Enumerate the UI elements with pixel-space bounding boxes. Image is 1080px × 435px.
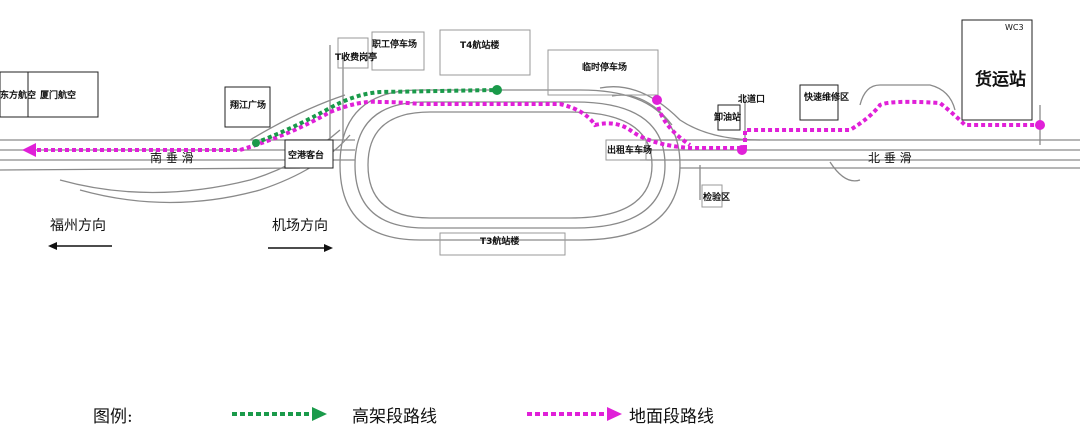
toll-booth (337, 37, 369, 69)
ground-route-branch (655, 99, 692, 147)
direction-fuzhou-arrow (48, 242, 112, 250)
checkout-area-building (701, 184, 723, 208)
label-cargo-station: 货运站 (975, 69, 1026, 90)
label-toll-station: T收费岗亭 (335, 51, 377, 63)
elevated-route-start-dot (492, 85, 502, 95)
road-network (0, 45, 1080, 241)
taxi-parking-area (605, 139, 647, 161)
legend-ground: 地面段路线 (525, 400, 714, 428)
direction-airport-label: 机场方向 (272, 218, 328, 234)
label-t3-terminal: T3航站楼 (480, 235, 519, 247)
airport-route-map: 东方航空 厦门航空 翔江广场 空港客台 T收费岗亭 职工停车场 T4航站楼 临时… (0, 19, 1080, 256)
t4-terminal-outline (439, 29, 531, 76)
label-taxi-parking: 出租车车场 (607, 144, 652, 156)
fast-maintenance-building (799, 84, 839, 121)
checkpoint-building (717, 104, 741, 131)
buildings (0, 19, 1033, 256)
label-checkout-area: 检验区 (703, 191, 730, 203)
label-xiamen-airline: 厦门航空 (40, 89, 76, 101)
legend-elevated: 高架段路线 (230, 400, 437, 428)
label-south-approach: 南 垂 滑 (150, 150, 194, 165)
label-east-airline: 东方航空 (0, 89, 36, 101)
ground-route-line (30, 99, 1040, 152)
cargo-station-building (961, 19, 1033, 121)
label-t4-terminal: T4航站楼 (460, 39, 499, 51)
label-yuanjiang-plaza: 翔江广场 (229, 99, 266, 111)
green-junction-dot (252, 139, 260, 147)
yuanjiang-plaza-building (224, 86, 271, 128)
ground-route-dot-3 (1035, 120, 1045, 130)
label-airport-hotel: 空港客台 (288, 149, 324, 161)
staff-parking-area (371, 31, 425, 71)
legend-title: 图例: (93, 400, 133, 428)
legend-ground-swatch (527, 407, 622, 421)
ground-route-arrowhead (22, 143, 36, 157)
legend-elevated-swatch (232, 407, 327, 421)
ground-route-dot-2 (737, 145, 747, 155)
legend-title-text: 图例: (93, 406, 133, 427)
label-fast-maintenance: 快速维修区 (804, 91, 849, 103)
label-north-approach: 北 垂 滑 (868, 151, 912, 165)
xiamen-airline-building (27, 71, 99, 118)
temp-parking-area (547, 49, 659, 96)
label-cargo-tag: WC3 (1005, 23, 1024, 32)
label-checkpoint: 卸油站 (714, 111, 741, 123)
elevated-route-line (254, 88, 498, 145)
airport-hotel-building (284, 139, 334, 169)
direction-airport-arrow (268, 244, 333, 252)
legend-elevated-label: 高架段路线 (352, 406, 437, 427)
ground-route-dot-1 (652, 95, 662, 105)
t3-terminal-building (439, 232, 566, 256)
label-temp-parking: 临时停车场 (582, 61, 627, 73)
label-north-gate: 北道口 (738, 93, 765, 105)
direction-fuzhou-label: 福州方向 (50, 218, 106, 234)
legend-ground-label: 地面段路线 (629, 406, 714, 427)
label-staff-parking: 职工停车场 (372, 38, 417, 50)
